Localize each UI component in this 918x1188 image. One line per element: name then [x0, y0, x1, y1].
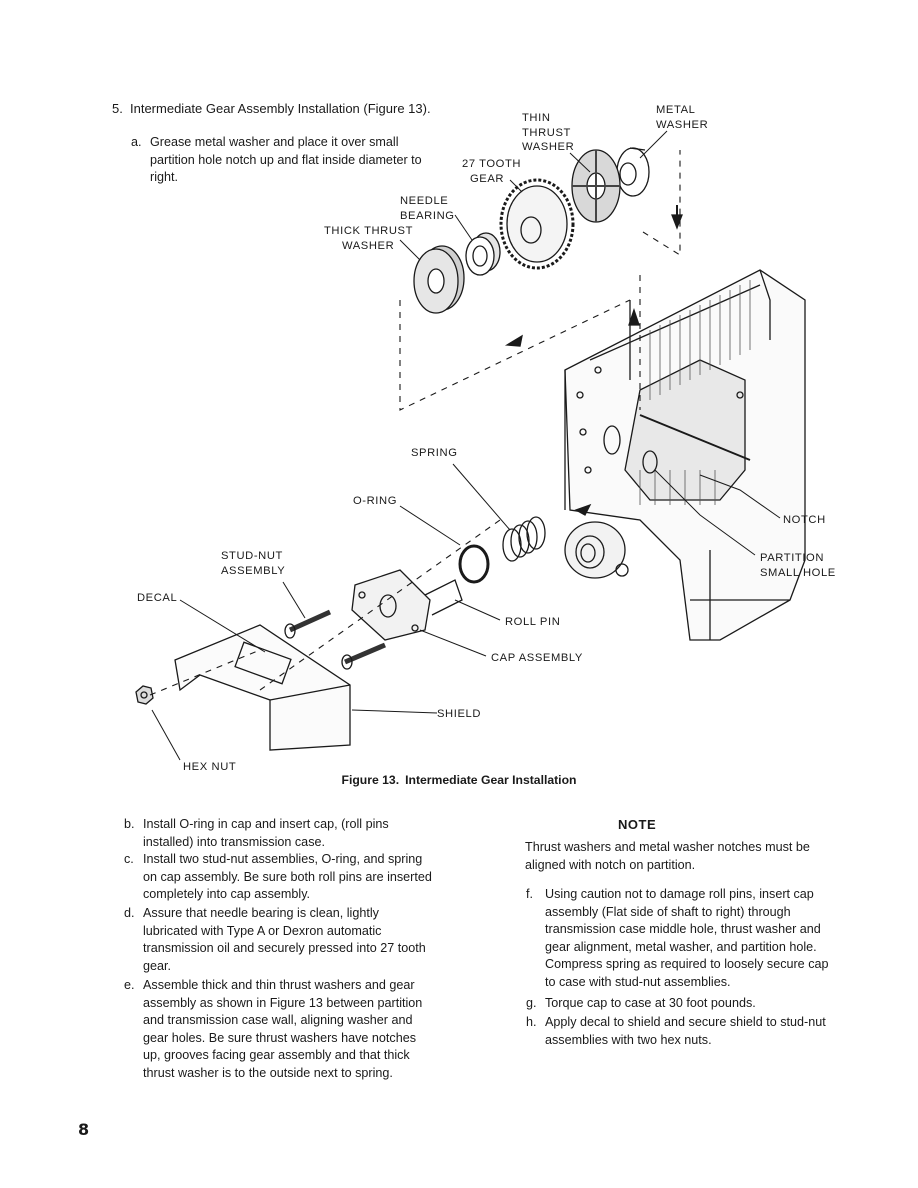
label-decal: DECAL	[137, 592, 178, 604]
hex-nut-drawing	[135, 685, 154, 705]
label-shield: SHIELD	[437, 708, 482, 720]
section-number: 5.	[112, 101, 123, 116]
figure-title: Intermediate Gear Installation	[405, 773, 577, 787]
cap-assembly-drawing	[351, 569, 463, 641]
thin-thrust-washer-drawing	[571, 149, 621, 223]
section-title: Intermediate Gear Assembly Installation …	[130, 101, 431, 116]
step-b: b. Install O-ring in cap and insert cap,…	[124, 817, 389, 849]
metal-washer-drawing	[616, 147, 650, 197]
step-e: e. Assemble thick and thin thrust washer…	[124, 978, 423, 1080]
figure-caption: Figure 13. Intermediate Gear Installation	[0, 773, 918, 787]
step-g: g. Torque cap to case at 30 foot pounds.	[526, 996, 756, 1010]
step-h: h. Apply decal to shield and secure shie…	[526, 1015, 826, 1047]
tooth-gear-drawing	[499, 178, 575, 270]
label-cap-assembly: CAP ASSEMBLY	[491, 652, 583, 664]
note-title: NOTE	[618, 817, 657, 832]
needle-bearing-drawing	[465, 232, 501, 276]
label-partition-small-hole: PARTITION SMALL HOLE	[760, 552, 836, 579]
step-label: a.	[131, 135, 142, 149]
label-27-tooth-gear: 27 TOOTH GEAR	[462, 158, 522, 185]
spring-drawing	[502, 516, 546, 562]
step-f: f. Using caution not to damage roll pins…	[526, 887, 829, 989]
label-roll-pin: ROLL PIN	[505, 616, 561, 628]
label-needle-bearing: NEEDLE BEARING	[400, 195, 455, 222]
label-notch: NOTCH	[783, 514, 826, 526]
step-c: c. Install two stud-nut assemblies, O-ri…	[124, 852, 432, 902]
note-text: Thrust washers and metal washer notches …	[525, 840, 810, 872]
page-number: 8	[78, 1120, 90, 1139]
section-heading: 5. Intermediate Gear Assembly Installatio…	[112, 100, 452, 118]
label-thick-thrust-washer: THICK THRUST WASHER	[324, 225, 414, 252]
label-hex-nut: HEX NUT	[183, 761, 237, 773]
step-text: Grease metal washer and place it over sm…	[150, 135, 422, 185]
label-metal-washer: METAL WASHER	[656, 104, 709, 131]
transmission-case-drawing	[564, 269, 806, 641]
label-spring: SPRING	[411, 447, 458, 459]
thick-thrust-washer-drawing	[413, 245, 465, 314]
exploded-view-diagram	[135, 130, 806, 761]
stud-nut-drawing	[284, 609, 386, 670]
step-d: d. Assure that needle bearing is clean, …	[124, 906, 426, 973]
label-o-ring: O-RING	[353, 495, 397, 507]
o-ring-drawing	[458, 544, 490, 584]
figure-number: Figure 13.	[341, 773, 400, 787]
label-stud-nut-assembly: STUD-NUT ASSEMBLY	[221, 550, 286, 577]
label-thin-thrust-washer: THIN THRUST WASHER	[522, 112, 575, 153]
step-a: a. Grease metal washer and place it over…	[131, 134, 443, 187]
shield-drawing	[174, 624, 351, 751]
